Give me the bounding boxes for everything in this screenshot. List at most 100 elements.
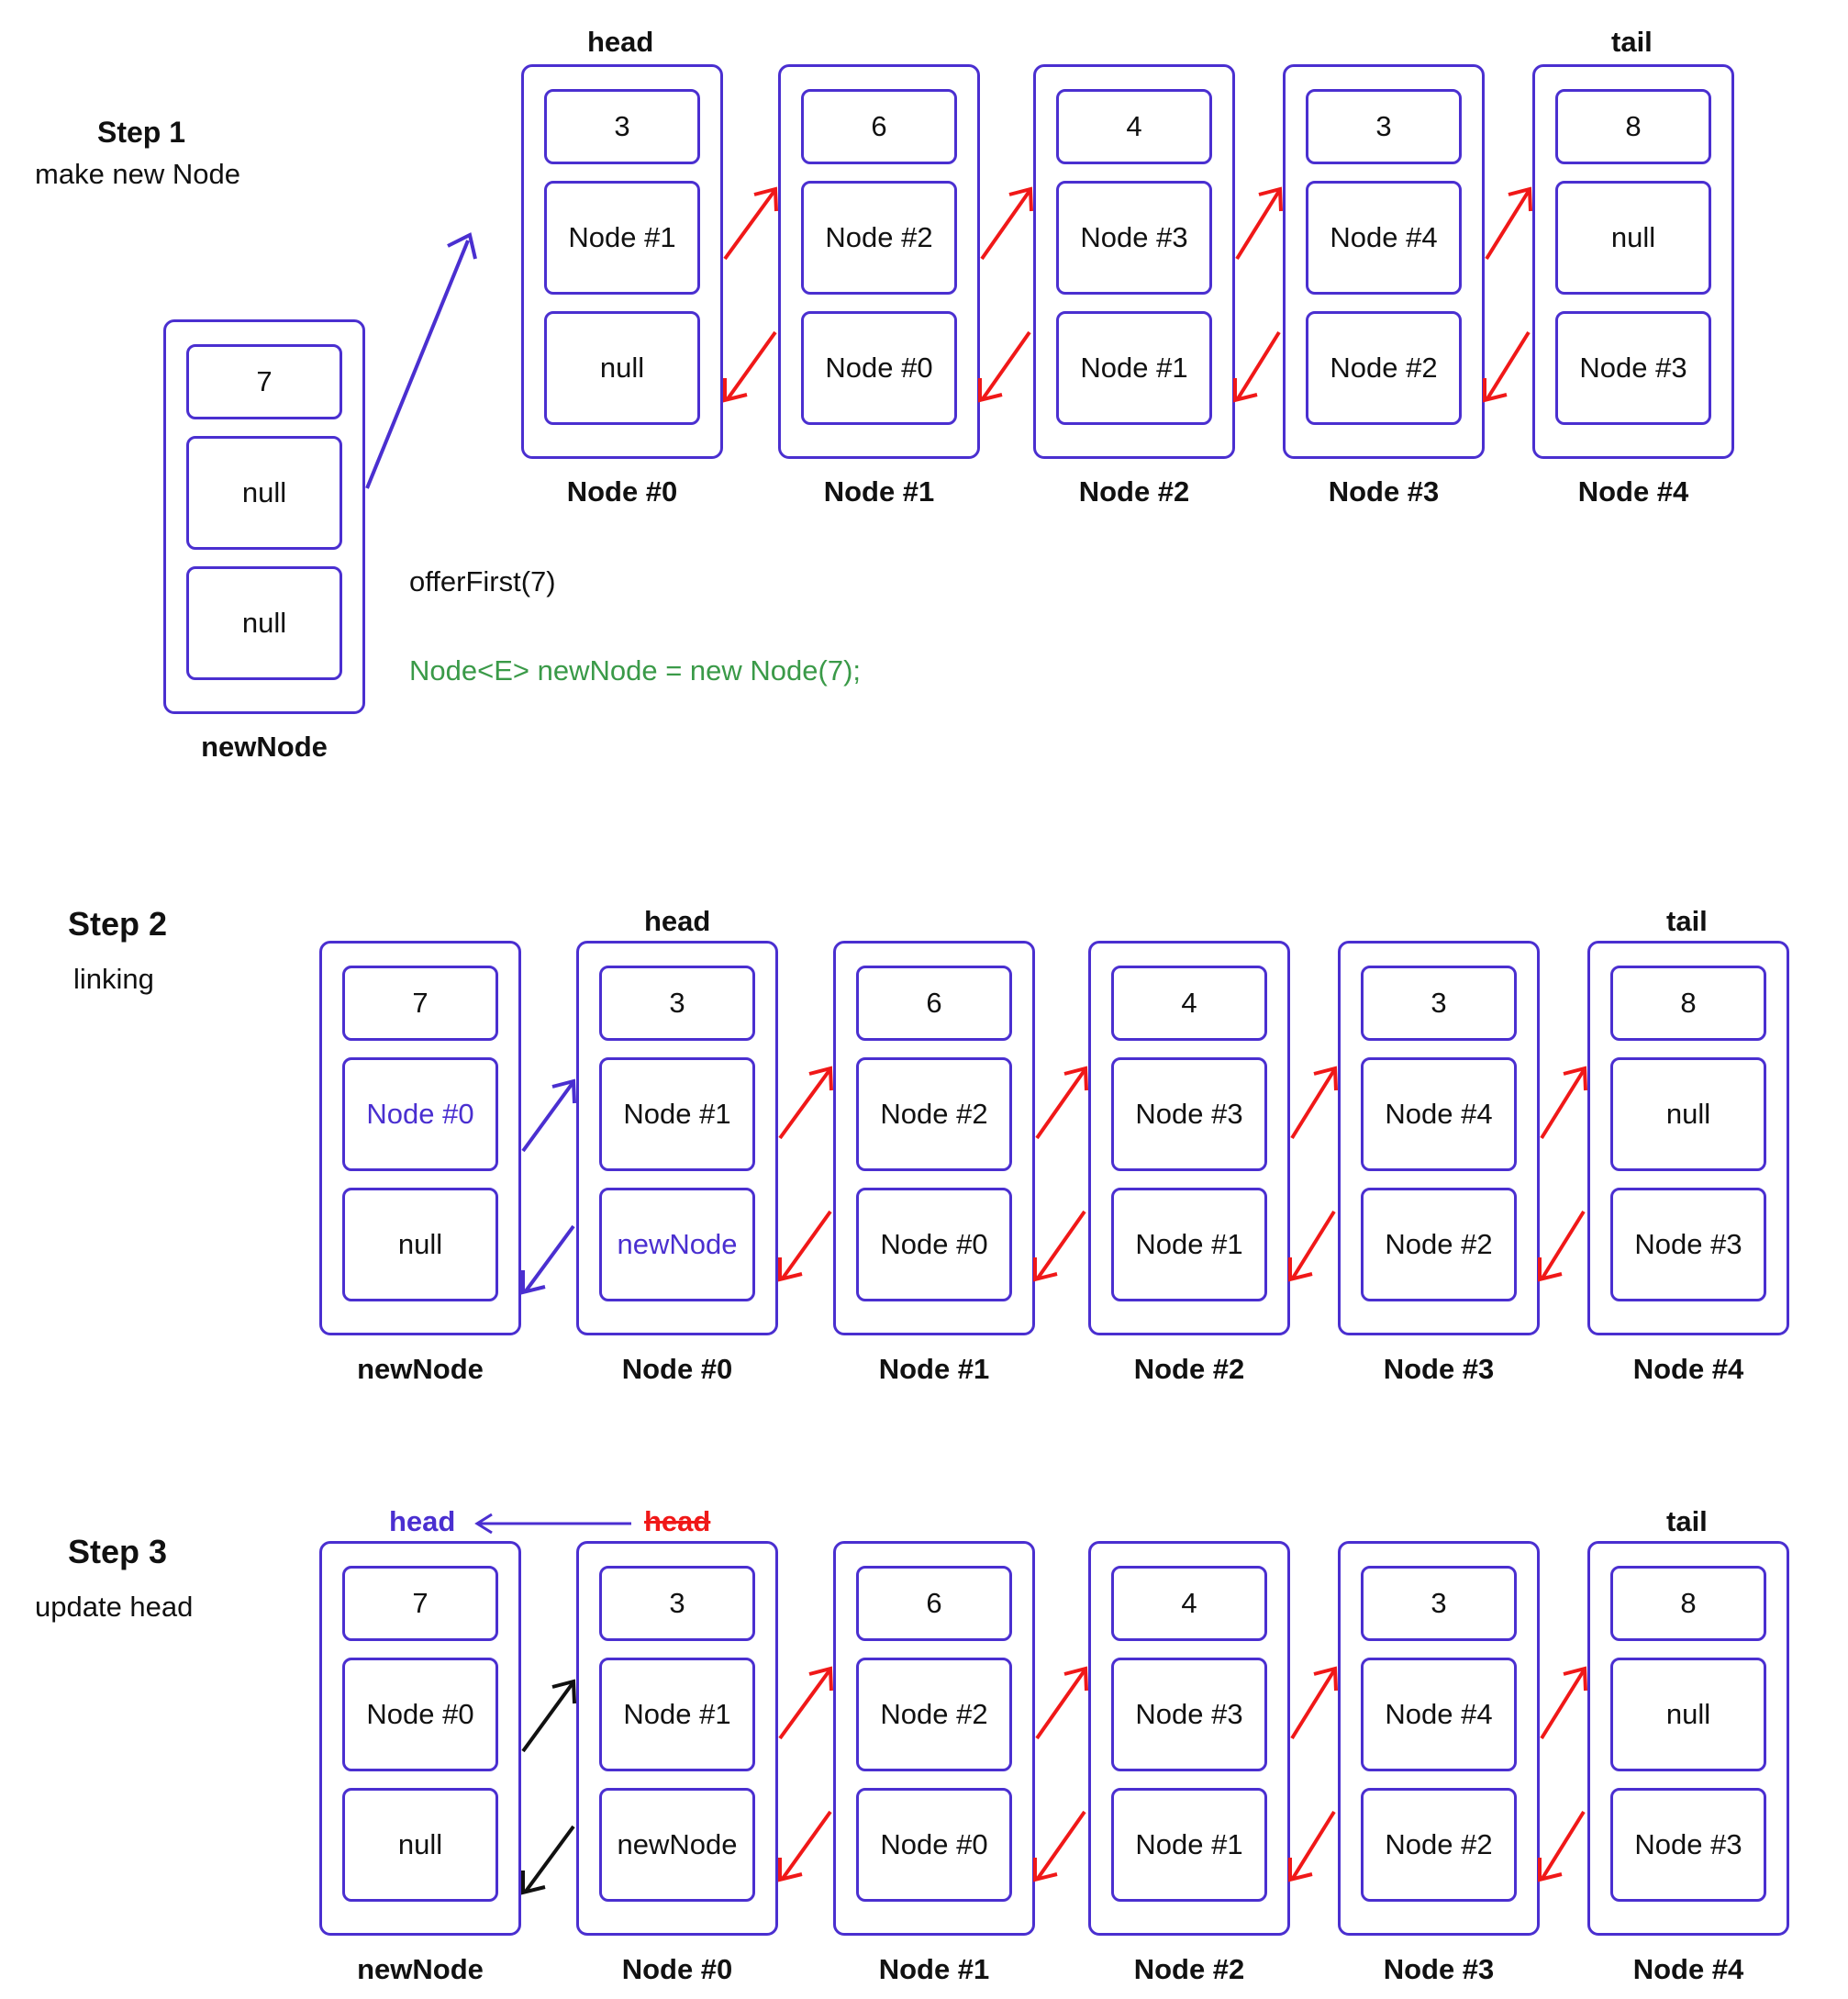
node-prev: Node #1	[1111, 1788, 1267, 1902]
node-next: Node #3	[1111, 1057, 1267, 1171]
step1-link-2-3	[1233, 186, 1283, 403]
step2-node-0-caption: Node #0	[621, 1353, 733, 1385]
step2-link-1-2	[1033, 1066, 1088, 1282]
node-value: 3	[1361, 966, 1517, 1041]
step3-node-new-caption: newNode	[357, 1953, 484, 1985]
step2-node-4-caption: Node #4	[1632, 1353, 1744, 1385]
step3-subtitle: update head	[35, 1591, 194, 1623]
step2-link-2-3	[1288, 1066, 1338, 1282]
node-value: 7	[186, 344, 342, 419]
node-next: null	[1610, 1658, 1766, 1771]
node-value: 6	[801, 89, 957, 164]
step1-node-2-caption: Node #2	[1078, 475, 1190, 508]
node-prev: Node #0	[856, 1188, 1012, 1301]
node-next: Node #4	[1361, 1057, 1517, 1171]
node-next: Node #1	[599, 1057, 755, 1171]
node-value: 4	[1056, 89, 1212, 164]
step3-node-2: 4 Node #3 Node #1	[1088, 1541, 1290, 1936]
node-value: 7	[342, 966, 498, 1041]
node-value: 3	[599, 1566, 755, 1641]
node-next: Node #2	[856, 1057, 1012, 1171]
step2-node-3: 3 Node #4 Node #2	[1338, 941, 1540, 1335]
step1-subtitle: make new Node	[35, 158, 241, 190]
step2-link-3-4	[1538, 1066, 1587, 1282]
step1-link-1-2	[978, 186, 1033, 403]
node-next: Node #4	[1361, 1658, 1517, 1771]
node-prev: Node #2	[1361, 1788, 1517, 1902]
step1-node-0-caption: Node #0	[566, 475, 678, 508]
step3-link-1-2	[1033, 1666, 1088, 1882]
step1-link-3-4	[1483, 186, 1532, 403]
step3-node-3: 3 Node #4 Node #2	[1338, 1541, 1540, 1936]
step2-node-new: 7 Node #0 null	[319, 941, 521, 1335]
node-prev: Node #2	[1306, 311, 1462, 425]
step3-node-3-caption: Node #3	[1383, 1953, 1495, 1985]
node-next: null	[186, 436, 342, 550]
step3-node-4: 8 null Node #3	[1587, 1541, 1789, 1936]
step1-head-label: head	[587, 26, 654, 58]
step3-old-head-label: head	[644, 1505, 711, 1537]
step1-node-3: 3 Node #4 Node #2	[1283, 64, 1485, 459]
step1-node-2: 4 Node #3 Node #1	[1033, 64, 1235, 459]
step3-node-0-caption: Node #0	[621, 1953, 733, 1985]
step1-node-1-caption: Node #1	[823, 475, 935, 508]
node-value: 4	[1111, 1566, 1267, 1641]
node-prev: Node #2	[1361, 1188, 1517, 1301]
step2-tail-label: tail	[1666, 905, 1708, 937]
node-next: Node #1	[544, 181, 700, 295]
step3-node-2-caption: Node #2	[1133, 1953, 1245, 1985]
step2-link-0-1	[778, 1066, 833, 1282]
node-next: Node #3	[1056, 181, 1212, 295]
node-next: Node #2	[856, 1658, 1012, 1771]
step1-new-node-arrow	[365, 232, 477, 489]
node-value: 3	[1306, 89, 1462, 164]
node-next: Node #1	[599, 1658, 755, 1771]
node-next: null	[1555, 181, 1711, 295]
step1-call: offerFirst(7)	[409, 565, 556, 597]
step2-node-2-caption: Node #2	[1133, 1353, 1245, 1385]
node-prev: Node #0	[801, 311, 957, 425]
node-value: 3	[1361, 1566, 1517, 1641]
step2-node-0: 3 Node #1 newNode	[576, 941, 778, 1335]
node-value: 4	[1111, 966, 1267, 1041]
node-next: Node #2	[801, 181, 957, 295]
node-next: Node #0	[342, 1057, 498, 1171]
step1-title: Step 1	[97, 116, 186, 149]
node-prev: null	[342, 1188, 498, 1301]
step2-title: Step 2	[68, 905, 168, 943]
node-value: 8	[1555, 89, 1711, 164]
step3-title: Step 3	[68, 1533, 168, 1570]
node-value: 7	[342, 1566, 498, 1641]
step2-node-1: 6 Node #2 Node #0	[833, 941, 1035, 1335]
node-value: 6	[856, 966, 1012, 1041]
step1-code: Node<E> newNode = new Node(7);	[409, 654, 862, 687]
step3-node-new: 7 Node #0 null	[319, 1541, 521, 1936]
step3-tail-label: tail	[1666, 1505, 1708, 1537]
node-next: Node #4	[1306, 181, 1462, 295]
step3-node-1: 6 Node #2 Node #0	[833, 1541, 1035, 1936]
node-prev: null	[186, 566, 342, 680]
node-value: 3	[544, 89, 700, 164]
step3-new-head-label: head	[389, 1505, 456, 1537]
node-prev: Node #1	[1056, 311, 1212, 425]
node-prev: null	[544, 311, 700, 425]
step2-node-3-caption: Node #3	[1383, 1353, 1495, 1385]
node-prev: Node #3	[1555, 311, 1711, 425]
node-prev: Node #0	[856, 1788, 1012, 1902]
step3-link-3-4	[1538, 1666, 1587, 1882]
step2-subtitle: linking	[73, 963, 154, 995]
node-prev: newNode	[599, 1188, 755, 1301]
node-next: null	[1610, 1057, 1766, 1171]
step2-new-links	[521, 1078, 576, 1295]
node-value: 3	[599, 966, 755, 1041]
node-prev: null	[342, 1788, 498, 1902]
node-next: Node #3	[1111, 1658, 1267, 1771]
step1-tail-label: tail	[1611, 26, 1653, 58]
step1-node-3-caption: Node #3	[1328, 475, 1440, 508]
step1-node-1: 6 Node #2 Node #0	[778, 64, 980, 459]
node-value: 8	[1610, 966, 1766, 1041]
step2-node-new-caption: newNode	[357, 1353, 484, 1385]
node-prev: Node #1	[1111, 1188, 1267, 1301]
node-value: 8	[1610, 1566, 1766, 1641]
node-value: 6	[856, 1566, 1012, 1641]
